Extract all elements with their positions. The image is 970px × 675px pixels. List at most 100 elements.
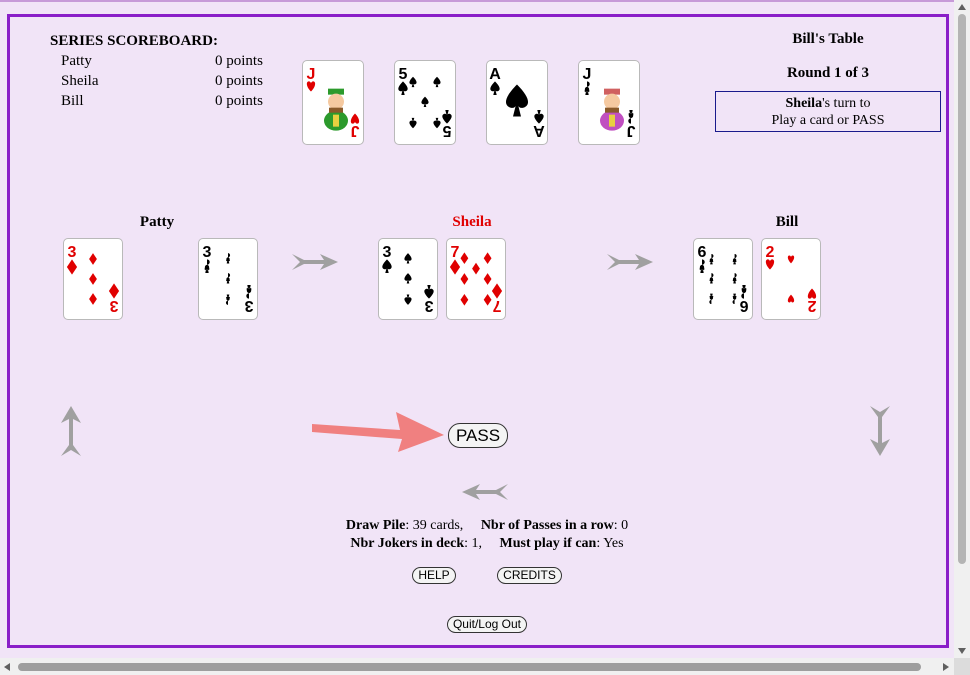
card-pip-icon <box>409 117 417 129</box>
card-pip-icon <box>89 253 97 265</box>
direction-arrow-right-2-icon <box>607 254 653 270</box>
direction-arrow-left-icon <box>462 484 508 500</box>
help-button[interactable]: HELP <box>412 567 456 584</box>
horizontal-scrollbar[interactable] <box>0 658 954 675</box>
card-pip-icon <box>89 273 97 285</box>
turn-action: Play a card or PASS <box>771 113 885 128</box>
card-suit-top-icon <box>204 259 210 273</box>
card-pip-icon <box>483 273 492 285</box>
card-rank-bottom: J <box>351 122 360 139</box>
court-figure-icon <box>600 88 624 131</box>
card-face: 77 <box>449 244 503 314</box>
scroll-right-icon[interactable] <box>942 662 950 672</box>
card-rank-bottom: J <box>627 122 636 139</box>
card-pip-icon <box>787 255 795 264</box>
card-rank-top: 5 <box>399 66 408 83</box>
card-pip-icon <box>709 273 714 284</box>
card-rank-top: 3 <box>383 244 392 261</box>
card-suit-top-icon <box>449 259 461 275</box>
card-suit-top-icon <box>66 259 78 275</box>
card-pip-icon <box>732 253 737 265</box>
card-rank-bottom: 3 <box>244 297 253 314</box>
card-ace-pip-icon <box>505 84 529 117</box>
turn-status-box: Sheila's turn to Play a card or PASS <box>715 91 941 132</box>
card-suit-top-icon <box>382 259 392 273</box>
card-face: 22 <box>765 244 817 314</box>
card-face: 66 <box>698 244 749 314</box>
card-rank-bottom: 6 <box>739 297 748 314</box>
card-rank-bottom: 3 <box>424 297 433 314</box>
card-pip-icon <box>709 253 714 265</box>
must-play-value: : Yes <box>596 536 624 551</box>
scrollbar-corner <box>954 658 970 675</box>
card-suit-bottom-icon <box>628 110 634 124</box>
scroll-down-icon[interactable] <box>957 647 967 655</box>
jokers-value: : 1, <box>464 536 482 551</box>
card-pip-icon <box>483 293 492 306</box>
card-suit-top-icon <box>699 259 705 273</box>
scoreboard-score-sheila: 0 points <box>215 73 263 89</box>
court-figure-icon <box>324 88 348 131</box>
passes-value: : 0 <box>613 518 629 533</box>
game-table-frame <box>7 14 949 648</box>
player-name-sheila: Sheila <box>452 214 492 230</box>
vertical-scroll-thumb[interactable] <box>958 14 966 564</box>
card-suit-top-icon <box>584 81 590 95</box>
card-rank-bottom: 2 <box>807 297 816 314</box>
card-pip-icon <box>433 117 441 129</box>
card-face: 33 <box>382 244 434 314</box>
turn-suffix: 's turn to <box>822 96 871 111</box>
card-rank-top: 6 <box>698 244 707 261</box>
card-suit-top-icon <box>765 259 775 270</box>
draw-pile-value: : 39 cards, <box>405 518 464 533</box>
round-indicator: Round 1 of 3 <box>786 65 870 81</box>
card-pip-icon <box>404 294 412 305</box>
direction-arrow-right-1-icon <box>292 254 338 270</box>
turn-player-name: Sheila <box>785 96 823 111</box>
card-pip-icon <box>460 273 469 285</box>
vertical-scrollbar[interactable] <box>954 0 970 658</box>
card-suit-bottom-icon <box>534 110 544 124</box>
scoreboard-name-bill: Bill <box>61 93 84 109</box>
stats-line-2: Nbr Jokers in deck: 1, Must play if can:… <box>187 536 787 552</box>
draw-pile-label: Draw Pile <box>345 518 406 533</box>
scoreboard-score-patty: 0 points <box>215 53 263 69</box>
passes-label: Nbr of Passes in a row <box>480 518 614 533</box>
card-suit-top-icon <box>490 81 500 95</box>
card-rank-bottom: 5 <box>442 122 451 139</box>
card-rank-bottom: A <box>533 122 545 139</box>
card-suit-bottom-icon <box>807 288 817 299</box>
card-pip-icon <box>709 293 714 305</box>
scroll-up-icon[interactable] <box>957 3 967 11</box>
player-name-bill: Bill <box>775 214 799 230</box>
card-pip-icon <box>404 253 412 264</box>
stats-line-1: Draw Pile: 39 cards, Nbr of Passes in a … <box>187 518 787 534</box>
card-pip-icon <box>433 76 441 88</box>
card-rank-bottom: 3 <box>109 297 118 314</box>
horizontal-scroll-thumb[interactable] <box>18 663 921 671</box>
card-rank-bottom: 7 <box>492 297 501 314</box>
card-pip-icon <box>89 293 97 305</box>
card-pip-icon <box>225 273 231 284</box>
card-suit-bottom-icon <box>491 283 503 299</box>
scroll-left-icon[interactable] <box>3 662 11 672</box>
direction-arrow-up-icon <box>61 406 81 456</box>
quit-logout-button[interactable]: Quit/Log Out <box>447 616 527 633</box>
must-play-label: Must play if can <box>499 536 597 551</box>
credits-button[interactable]: CREDITS <box>497 567 562 584</box>
pass-button[interactable]: PASS <box>448 423 508 448</box>
card-pip-icon <box>404 273 412 284</box>
card-suit-top-icon <box>306 81 316 92</box>
card-face: AA <box>489 66 545 139</box>
card-rank-top: 7 <box>451 244 460 261</box>
